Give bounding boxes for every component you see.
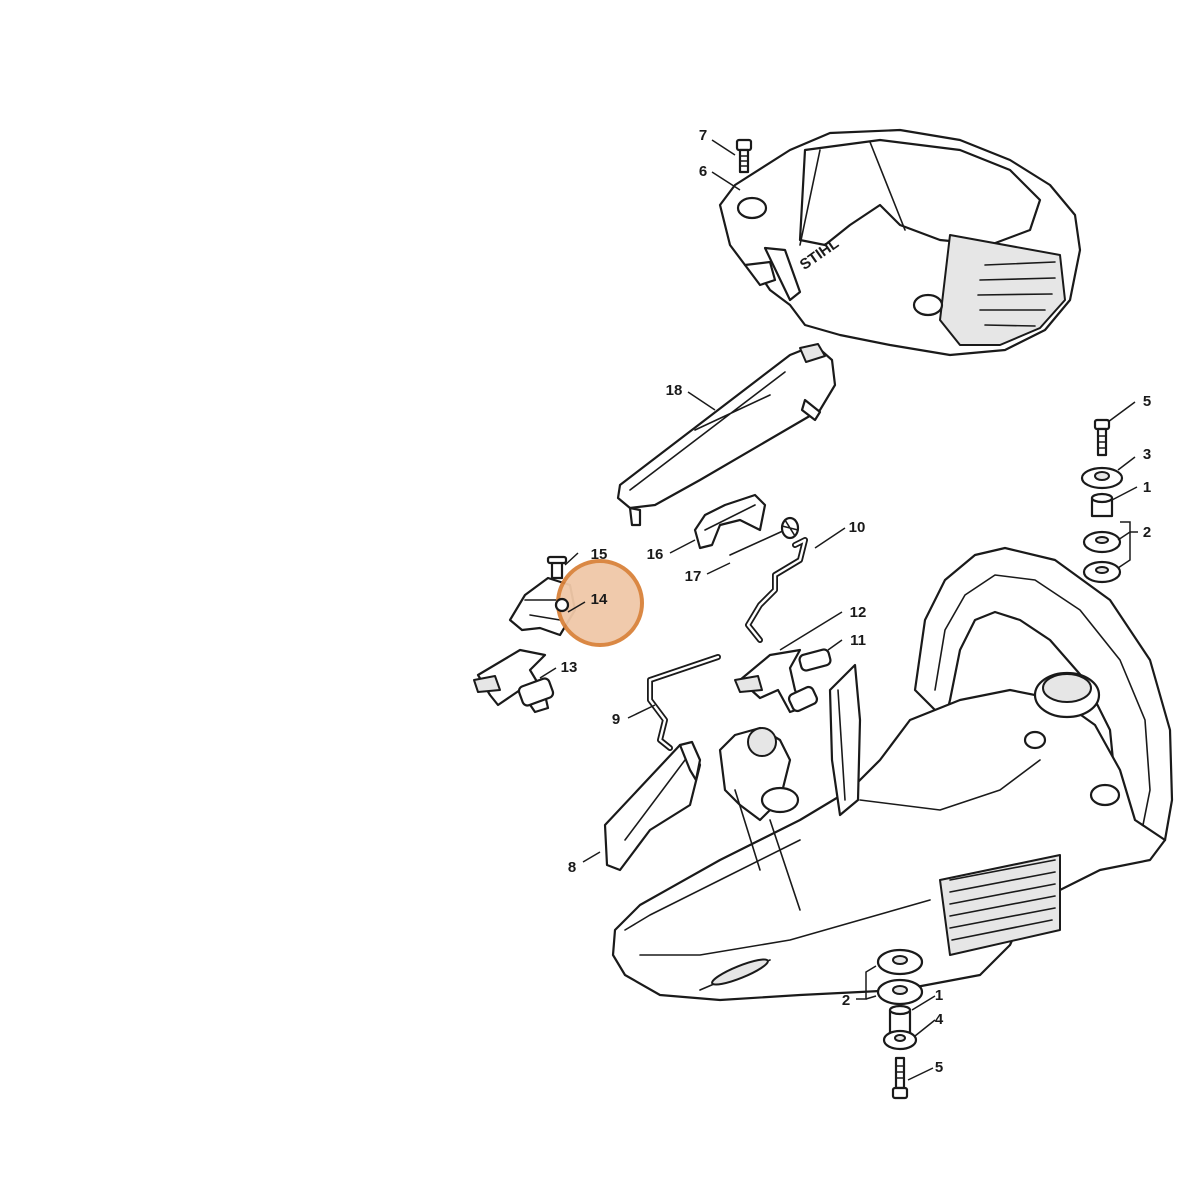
callout-3: 3: [1143, 446, 1151, 463]
part-9-wire-link: [647, 654, 721, 751]
callout-6: 6: [699, 163, 707, 180]
callout-14: 14: [591, 591, 608, 608]
callout-16: 16: [647, 546, 664, 563]
callout-5-top: 5: [1143, 393, 1151, 410]
callout-8: 8: [568, 859, 576, 876]
callout-17: 17: [685, 568, 702, 585]
callout-13: 13: [561, 659, 578, 676]
callout-18: 18: [666, 382, 683, 399]
callout-2-top: 2: [1143, 524, 1151, 541]
callout-9: 9: [612, 711, 620, 728]
bottom-vibration-stack: [876, 948, 924, 1100]
leader-lines: [539, 139, 1138, 1081]
callout-1-top: 1: [1143, 479, 1151, 496]
part-7-screw: [735, 138, 753, 174]
part-6-cover: STIHL: [718, 128, 1082, 357]
callout-12: 12: [850, 604, 867, 621]
callout-labels: 7 6 18 5 3 1 2 10 16 17 15 14 12 11 13 9…: [561, 127, 1152, 1076]
callout-7: 7: [699, 127, 707, 144]
callout-11: 11: [850, 632, 866, 649]
part-11-pin: [787, 648, 832, 713]
part-17-spring: [729, 516, 800, 556]
callout-10: 10: [849, 519, 866, 536]
right-vibration-stack: [1080, 418, 1124, 584]
part-13-throttle-trigger: [473, 648, 555, 714]
callout-1-bottom: 1: [935, 987, 943, 1004]
callout-15: 15: [591, 546, 608, 563]
part-18-handle-grip: [616, 343, 837, 527]
callout-5-bottom: 5: [935, 1059, 943, 1076]
callout-4: 4: [935, 1011, 944, 1028]
part-16-lever: [693, 493, 767, 550]
part-8-cover-plate: [603, 740, 702, 872]
main-housing: [611, 546, 1174, 1002]
part-10-wire-rod: [745, 537, 808, 643]
callout-2-bottom: 2: [842, 992, 850, 1009]
